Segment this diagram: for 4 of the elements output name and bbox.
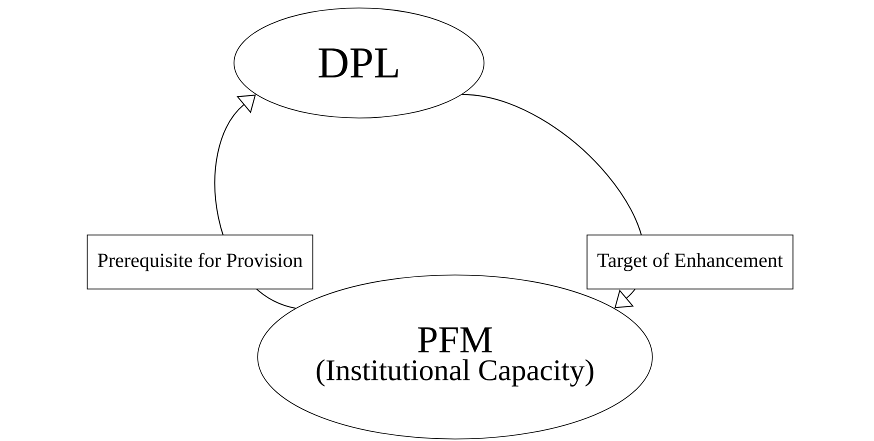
ellipse-node: PFM (Institutional Capacity)	[257, 274, 653, 440]
edge-label: Prerequisite for Provision	[86, 234, 314, 290]
edge-label: Target of Enhancement	[586, 234, 794, 290]
ellipse-node: DPL	[234, 8, 484, 118]
